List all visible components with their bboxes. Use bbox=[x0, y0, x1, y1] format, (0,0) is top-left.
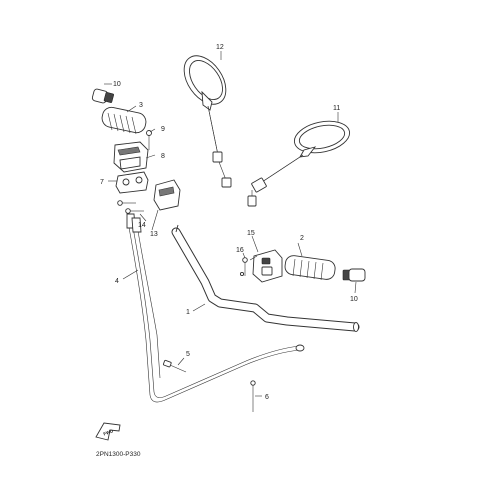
grip-right-part bbox=[284, 255, 336, 281]
front-badge-label: FWD bbox=[103, 428, 115, 436]
front-arrow-icon bbox=[95, 422, 121, 441]
callout-10-right: 10 bbox=[350, 296, 358, 303]
callout-9: 9 bbox=[161, 126, 165, 133]
screw-9-part bbox=[146, 130, 152, 150]
callout-16: 16 bbox=[236, 247, 244, 254]
bar-end-right-part bbox=[342, 268, 366, 282]
callout-1: 1 bbox=[186, 309, 190, 316]
bar-end-top-part bbox=[91, 88, 114, 104]
callout-3: 3 bbox=[139, 102, 143, 109]
screw-16-part bbox=[239, 257, 248, 277]
leader-lines bbox=[104, 51, 357, 397]
pin-6-part bbox=[250, 380, 256, 412]
callout-numbers: 10 3 9 8 7 12 11 14 13 15 2 16 10 4 1 5 … bbox=[100, 44, 358, 401]
screws-14-part bbox=[117, 200, 144, 214]
lever-holder-part bbox=[115, 171, 149, 194]
switch-housing-left-part bbox=[113, 141, 149, 173]
callout-4: 4 bbox=[115, 278, 119, 285]
callout-7: 7 bbox=[100, 179, 104, 186]
throttle-housing-part bbox=[153, 179, 181, 211]
grip-left-part bbox=[101, 106, 147, 135]
diagram-reference-code: 2PN1300-P330 bbox=[96, 451, 141, 458]
callout-10-top: 10 bbox=[113, 81, 121, 88]
callout-14: 14 bbox=[138, 222, 146, 229]
callout-8: 8 bbox=[161, 153, 165, 160]
switch-housing-right-part bbox=[249, 249, 283, 283]
front-direction-badge: FWD bbox=[95, 422, 121, 441]
bolt-5-part bbox=[162, 359, 187, 373]
callout-12: 12 bbox=[216, 44, 224, 51]
cables-part bbox=[126, 213, 305, 403]
callout-5: 5 bbox=[186, 351, 190, 358]
handlebar-part bbox=[171, 224, 360, 332]
callout-11: 11 bbox=[333, 105, 340, 112]
callout-15: 15 bbox=[247, 230, 255, 237]
callout-6: 6 bbox=[265, 394, 269, 401]
mirror-right-part bbox=[247, 120, 351, 207]
callout-2: 2 bbox=[300, 235, 304, 242]
callout-13: 13 bbox=[150, 231, 158, 238]
mirror-left-part bbox=[183, 55, 232, 188]
